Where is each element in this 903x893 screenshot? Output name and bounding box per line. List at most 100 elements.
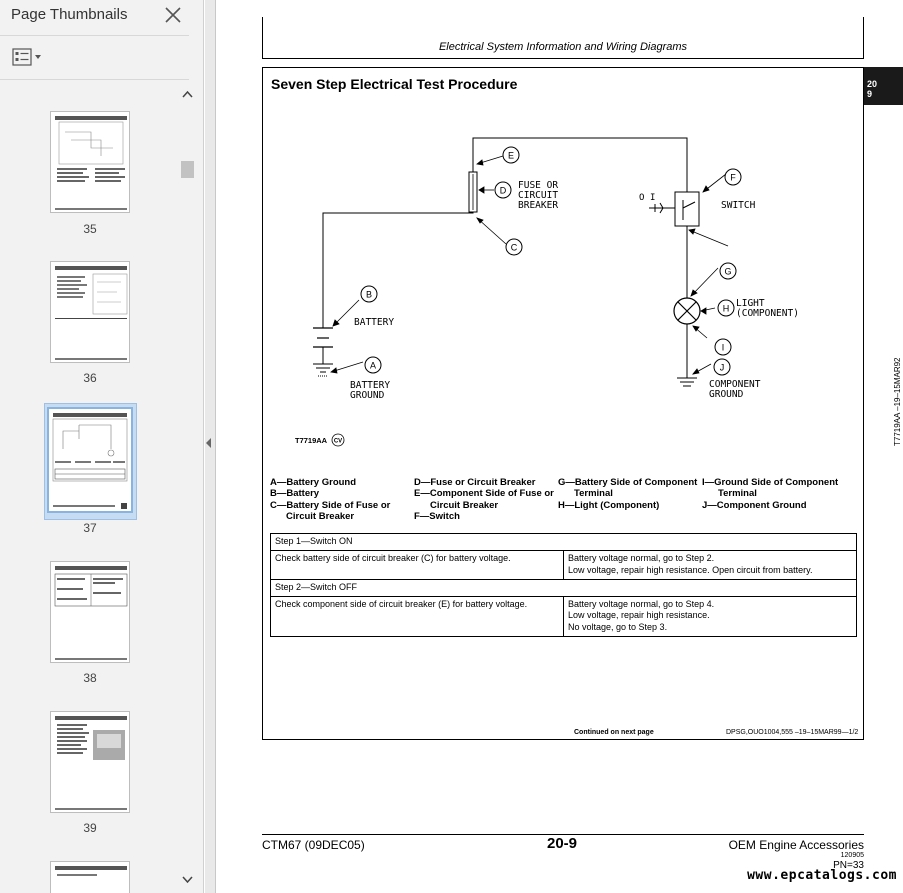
footer-rule: [262, 834, 864, 835]
svg-text:G: G: [724, 267, 731, 277]
legend-item: Circuit Breaker: [286, 510, 355, 522]
legend-column-4: I—Ground Side of Component Terminal J—Co…: [702, 477, 838, 511]
legend-column-1: A—Battery Ground B—Battery C—Battery Sid…: [270, 477, 390, 522]
battery-ground-symbol: [313, 363, 333, 377]
callout-g: G: [719, 262, 737, 280]
callouts: E D C F G H I J B A: [360, 146, 742, 376]
svg-text:F: F: [730, 173, 736, 183]
legend-item: E—Component Side of Fuse or: [414, 488, 554, 500]
legend-column-2: D—Fuse or Circuit Breaker E—Component Si…: [414, 477, 554, 522]
thumbnail-page-39[interactable]: [50, 711, 130, 813]
step-result: Battery voltage normal, go to Step 4.: [568, 599, 715, 610]
callout-c: C: [505, 238, 523, 256]
svg-text:CV: CV: [334, 439, 342, 445]
page-header: Electrical System Information and Wiring…: [262, 17, 864, 59]
svg-text:E: E: [508, 151, 514, 161]
legend-item: I—Ground Side of Component: [702, 477, 839, 488]
label-switch: SWITCH: [721, 200, 756, 211]
collapse-panel-icon[interactable]: [205, 435, 213, 451]
section-tab-number: 20: [867, 79, 878, 89]
callout-leaders: [330, 155, 729, 375]
thumbnail-page-37[interactable]: [47, 407, 133, 513]
figure-side-code: T7719AA –19–15MAR92: [893, 357, 902, 446]
step-heading: Step 2—Switch OFF: [270, 578, 857, 598]
thumbnail-scrollbar[interactable]: [180, 88, 195, 888]
switch-symbol: [674, 191, 700, 227]
thumbnail-preview: [52, 413, 128, 509]
callout-e: E: [502, 146, 520, 164]
thumbnail-page-35[interactable]: [50, 111, 130, 213]
svg-text:O: O: [639, 193, 644, 203]
panel-divider: [0, 35, 189, 36]
label-battery: BATTERY: [354, 317, 394, 328]
legend-item: C—Battery Side of Fuse or: [270, 499, 391, 511]
footer-pn: PN=33: [833, 860, 864, 871]
label-fuse: CIRCUIT: [518, 190, 558, 201]
footer-section-title: OEM Engine Accessories: [728, 838, 864, 852]
step-result: Low voltage, repair high resistance. Ope…: [568, 564, 813, 575]
panel-title: Page Thumbnails: [11, 6, 128, 23]
thumbnail-label: 35: [83, 222, 97, 236]
legend-item: Terminal: [718, 488, 757, 500]
panel-divider: [0, 79, 189, 80]
thumbnail-label: 37: [83, 521, 97, 535]
footer-page-number: 20-9: [547, 835, 578, 852]
thumbnail-page-36[interactable]: [50, 261, 130, 363]
close-icon[interactable]: [163, 5, 183, 25]
legend-item: D—Fuse or Circuit Breaker: [414, 477, 536, 488]
legend-item: J—Component Ground: [702, 499, 807, 511]
document-reference: DPSG,OUO1004,555 –19–15MAR99—1/2: [726, 729, 859, 736]
thumbnail-options-icon[interactable]: [12, 48, 44, 66]
callout-b: B: [360, 285, 378, 303]
label-battery-ground: BATTERY: [350, 380, 390, 391]
label-battery-ground: GROUND: [350, 390, 385, 401]
thumbnail-preview: [55, 266, 128, 360]
svg-text:I: I: [722, 343, 725, 353]
step-results: Battery voltage normal, go to Step 2. Lo…: [563, 550, 857, 580]
callout-a: A: [364, 356, 382, 374]
step-result: Battery voltage normal, go to Step 2.: [568, 553, 715, 564]
legend-item: H—Light (Component): [558, 499, 660, 511]
section-tab: 20 9: [864, 67, 903, 105]
svg-text:J: J: [720, 363, 725, 373]
thumbnail-label: 38: [83, 671, 97, 685]
legend-item: Terminal: [574, 488, 613, 500]
component-ground-symbol: [677, 377, 697, 387]
thumbnail-preview: [54, 566, 128, 660]
label-light: (COMPONENT): [736, 308, 799, 319]
thumbnail-label: 36: [83, 371, 97, 385]
svg-text:A: A: [370, 361, 376, 371]
thumbnail-page-partial[interactable]: [50, 861, 130, 893]
figure-tag: CV: [331, 433, 345, 447]
label-component-ground: GROUND: [709, 389, 744, 400]
legend-column-3: G—Battery Side of Component Terminal H—L…: [558, 477, 697, 511]
callout-f: F: [724, 168, 742, 186]
label-light: LIGHT: [736, 298, 765, 309]
legend-item: F—Switch: [414, 510, 460, 522]
diagram-labels: FUSE OR CIRCUIT BREAKER SWITCH BATTERY B…: [350, 180, 799, 401]
step-results: Battery voltage normal, go to Step 4. Lo…: [563, 596, 857, 638]
header-title: Electrical System Information and Wiring…: [438, 41, 688, 53]
procedure-frame: Seven Step Electrical Test Procedure: [262, 67, 902, 740]
callout-i: I: [714, 338, 732, 356]
table-row: Check battery side of circuit breaker (C…: [270, 550, 857, 580]
legend-item: A—Battery Ground: [270, 477, 357, 488]
svg-text:D: D: [500, 186, 507, 196]
step-heading: Step 1—Switch ON: [270, 532, 857, 552]
step-check: Check battery side of circuit breaker (C…: [270, 550, 564, 580]
legend-item: G—Battery Side of Component: [558, 477, 698, 488]
scroll-down-icon[interactable]: [180, 872, 195, 886]
battery-symbol: [313, 327, 333, 348]
scroll-thumb[interactable]: [181, 161, 194, 178]
label-fuse: BREAKER: [518, 200, 558, 211]
svg-text:B: B: [366, 290, 372, 300]
figure-id: T7719AA: [295, 436, 328, 445]
continued-note: Continued on next page: [574, 729, 654, 736]
wiring-diagram: O I: [295, 137, 799, 447]
watermark: www.epcatalogs.com: [747, 868, 897, 883]
scroll-up-icon[interactable]: [180, 88, 195, 102]
legend-item: B—Battery: [270, 488, 320, 500]
steps-table: Step 1—Switch ON Check battery side of c…: [270, 532, 857, 638]
document-page: Electrical System Information and Wiring…: [217, 0, 903, 893]
thumbnail-page-38[interactable]: [50, 561, 130, 663]
